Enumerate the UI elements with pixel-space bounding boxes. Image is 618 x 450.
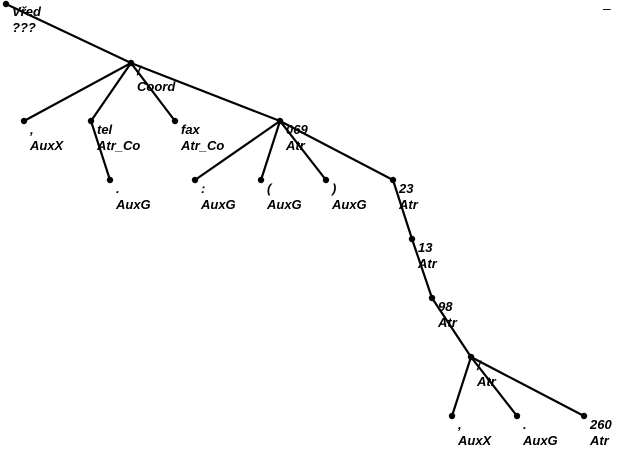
node-dot[interactable] — [467, 353, 475, 361]
tree-node-n8[interactable]: (AuxG — [257, 176, 302, 212]
tree-node-n7[interactable]: :AuxG — [191, 176, 236, 212]
node-form: . — [523, 417, 527, 432]
node-afun: Atr — [589, 433, 610, 448]
node-afun: Coord — [137, 79, 176, 94]
tree-edge-n10-n11 — [391, 178, 414, 241]
node-form: 23 — [398, 181, 414, 196]
tree-edge-n12-n13 — [430, 296, 473, 359]
tree-edge-n6-n10 — [278, 119, 395, 182]
minimize-glyph[interactable]: – — [603, 0, 611, 16]
node-afun: Atr — [437, 315, 458, 330]
node-dot[interactable] — [276, 117, 284, 125]
tree-node-n1[interactable]: /Coord — [127, 59, 177, 94]
tree-node-n14[interactable]: ,AuxX — [448, 412, 493, 448]
node-form: / — [136, 63, 142, 78]
tree-node-n13[interactable]: /Atr — [467, 353, 497, 389]
node-dot[interactable] — [20, 117, 28, 125]
tree-node-n4[interactable]: .AuxG — [106, 176, 151, 212]
node-form: : — [201, 181, 205, 196]
tree-edge-n6-n8 — [259, 119, 282, 182]
node-dot[interactable] — [257, 176, 265, 184]
node-afun: AuxG — [522, 433, 558, 448]
tree-edge-n3-n4 — [89, 119, 112, 182]
tree-edge-n6-n9 — [278, 119, 328, 182]
tree-node-n0[interactable]: Vřed??? — [2, 0, 42, 35]
node-dot[interactable] — [106, 176, 114, 184]
node-dot[interactable] — [127, 59, 135, 67]
node-dot[interactable] — [322, 176, 330, 184]
node-form: , — [457, 417, 462, 432]
tree-node-n9[interactable]: )AuxG — [322, 176, 367, 212]
tree-edge-n1-n6 — [129, 61, 282, 123]
node-afun: Atr — [476, 374, 497, 389]
node-afun: AuxG — [266, 197, 302, 212]
node-dot[interactable] — [513, 412, 521, 420]
node-dot[interactable] — [87, 117, 95, 125]
node-form: 98 — [438, 299, 453, 314]
tree-edge-n0-n1 — [4, 2, 133, 65]
tree-node-n15[interactable]: .AuxG — [513, 412, 558, 448]
node-afun: Atr_Co — [96, 138, 140, 153]
node-afun: Atr — [285, 138, 306, 153]
node-afun: AuxX — [29, 138, 65, 153]
tree-edge-n1-n3 — [89, 61, 133, 123]
node-form: 260 — [589, 417, 612, 432]
node-form: ) — [330, 181, 336, 196]
node-afun: AuxG — [115, 197, 151, 212]
node-form: / — [476, 358, 482, 373]
node-dot[interactable] — [171, 117, 179, 125]
tree-edge-n13-n15 — [469, 355, 519, 418]
node-form: tel — [97, 122, 113, 137]
node-form: , — [29, 122, 34, 137]
node-dot[interactable] — [2, 0, 10, 8]
node-afun: ??? — [12, 20, 36, 35]
tree-edge-n11-n12 — [410, 237, 434, 300]
node-afun: Atr — [398, 197, 419, 212]
tree-edge-n13-n14 — [450, 355, 473, 418]
node-form: Vřed — [12, 4, 42, 19]
node-form: 13 — [418, 240, 433, 255]
node-form: fax — [181, 122, 201, 137]
node-afun: AuxX — [457, 433, 493, 448]
node-dot[interactable] — [389, 176, 397, 184]
node-dot[interactable] — [428, 294, 436, 302]
node-afun: Atr — [417, 256, 438, 271]
node-afun: AuxG — [331, 197, 367, 212]
tree-edge-n13-n16 — [469, 355, 586, 418]
node-afun: AuxG — [200, 197, 236, 212]
tree-edge-n1-n5 — [129, 61, 177, 123]
tree-edge-n6-n7 — [193, 119, 282, 182]
node-form: . — [116, 181, 120, 196]
tree-edges — [4, 2, 586, 418]
node-dot[interactable] — [448, 412, 456, 420]
node-form: 069 — [286, 122, 308, 137]
node-dot[interactable] — [191, 176, 199, 184]
node-dot[interactable] — [580, 412, 588, 420]
node-form: ( — [267, 181, 273, 196]
tree-edge-n1-n2 — [22, 61, 133, 123]
node-dot[interactable] — [408, 235, 416, 243]
tree-node-n2[interactable]: ,AuxX — [20, 117, 65, 153]
node-afun: Atr_Co — [180, 138, 224, 153]
